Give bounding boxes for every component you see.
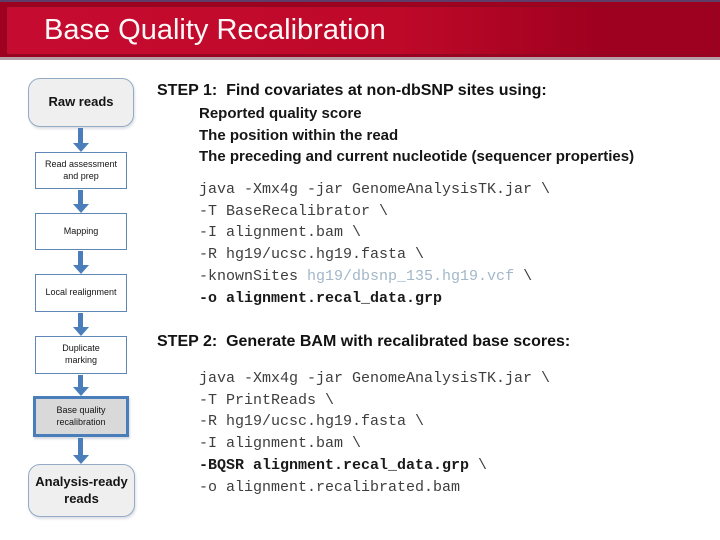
flow-node-read-assessment: Read assessment and prep	[35, 152, 127, 189]
arrow-down-icon	[78, 190, 83, 204]
code-line: -I alignment.bam \	[199, 224, 362, 242]
flow-node-label: Local realignment	[45, 287, 117, 298]
flow-node-duplicate-marking: Duplicate marking	[35, 336, 127, 374]
page-title: Base Quality Recalibration	[44, 14, 386, 46]
step2-code-block: java -Xmx4g -jar GenomeAnalysisTK.jar \ …	[199, 368, 550, 498]
code-line-output: -o alignment.recal_data.grp	[199, 289, 443, 307]
arrow-down-icon	[78, 375, 83, 387]
code-line: -knownSites hg19/dbsnp_135.hg19.vcf \	[199, 267, 533, 285]
flow-node-local-realignment: Local realignment	[35, 274, 127, 312]
flow-node-label: Analysis-ready reads	[35, 473, 128, 506]
known-sites-path: hg19/dbsnp_135.hg19.vcf	[307, 267, 515, 285]
arrow-down-icon	[78, 251, 83, 265]
code-line: java -Xmx4g -jar GenomeAnalysisTK.jar \	[199, 181, 551, 198]
step1-heading: STEP 1: Find covariates at non-dbSNP sit…	[157, 82, 547, 99]
step2-heading: STEP 2: Generate BAM with recalibrated b…	[157, 333, 571, 350]
flow-node-mapping: Mapping	[35, 213, 127, 250]
arrow-down-icon	[78, 313, 83, 327]
flow-node-label: Mapping	[63, 225, 99, 236]
flow-node-label: Read assessment and prep	[44, 158, 118, 181]
code-line-output: -o alignment.recalibrated.bam	[199, 478, 461, 496]
flow-node-analysis-ready-reads: Analysis-ready reads	[28, 464, 135, 517]
flow-node-label: Raw reads	[48, 94, 114, 110]
code-line: -I alignment.bam \	[199, 435, 362, 453]
slide-title-plate: Base Quality Recalibration	[6, 6, 715, 55]
arrow-down-icon	[78, 438, 83, 455]
flow-node-raw-reads: Raw reads	[28, 78, 134, 127]
code-line: -R hg19/ucsc.hg19.fasta \	[199, 413, 425, 431]
step1-code-block: java -Xmx4g -jar GenomeAnalysisTK.jar \ …	[199, 179, 550, 309]
code-line: -T PrintReads \	[199, 391, 335, 409]
code-line: -R hg19/ucsc.hg19.fasta \	[199, 246, 425, 264]
code-line: java -Xmx4g -jar GenomeAnalysisTK.jar \	[199, 370, 551, 387]
flow-node-label: Base quality recalibration	[56, 404, 106, 427]
code-line: -T BaseRecalibrator \	[199, 202, 389, 220]
flow-node-base-quality-recalibration: Base quality recalibration	[33, 396, 129, 437]
arrow-down-icon	[78, 128, 83, 143]
code-line: -BQSR alignment.recal_data.grp \	[199, 456, 488, 474]
flow-node-label: Duplicate marking	[62, 343, 100, 365]
slide-header: Base Quality Recalibration	[0, 0, 720, 60]
bqsr-arg: -BQSR alignment.recal_data.grp	[199, 456, 470, 474]
step1-bullet-list: Reported quality score The position with…	[199, 105, 635, 165]
